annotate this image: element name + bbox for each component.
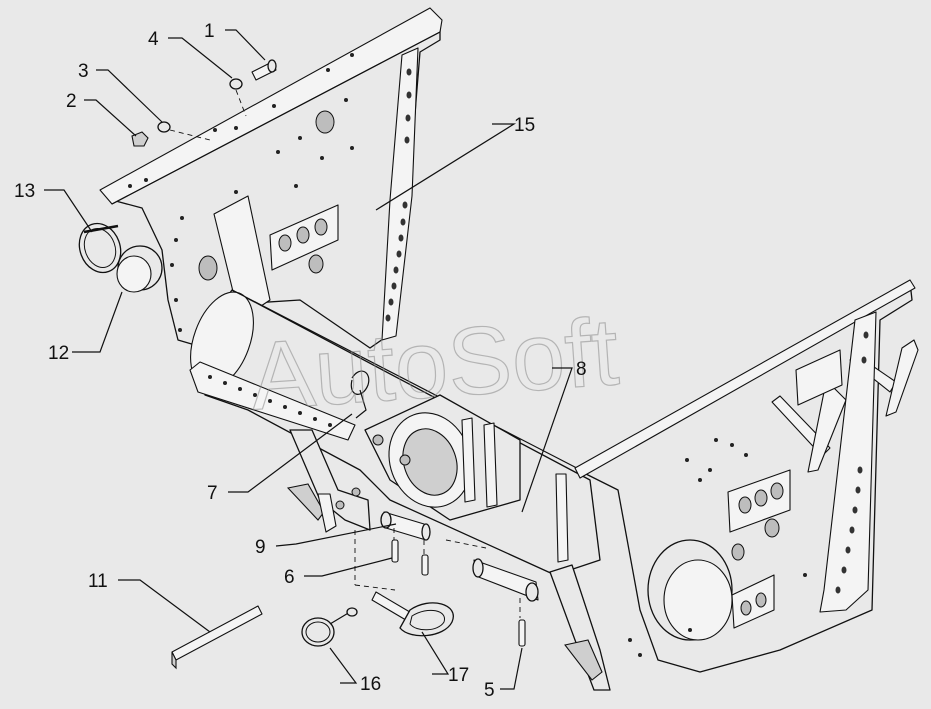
callout-13: 13 [14, 181, 35, 202]
flat-bar [171, 605, 263, 670]
watermark: AutoSoft [247, 298, 622, 430]
washer [229, 78, 243, 90]
callout-11: 11 [88, 571, 108, 592]
callout-4: 4 [148, 29, 159, 50]
callout-15: 15 [514, 115, 535, 136]
left-upright-plate [99, 7, 443, 349]
right-side-frame [574, 279, 919, 673]
hitch-block [364, 394, 569, 563]
callout-2: 2 [66, 91, 77, 112]
hitch-pin [472, 558, 539, 602]
sleeve [116, 245, 163, 293]
callout-3: 3 [78, 61, 89, 82]
handle-pin [371, 591, 454, 637]
callout-17: 17 [448, 665, 469, 686]
callout-6: 6 [284, 567, 295, 588]
callout-5: 5 [484, 680, 495, 701]
washer [157, 121, 171, 133]
callout-12: 12 [48, 343, 69, 364]
callout-7: 7 [207, 483, 218, 504]
pin [380, 511, 431, 541]
callout-8: 8 [576, 359, 587, 380]
mounting-bracket [189, 361, 370, 441]
leader-lines [44, 29, 573, 690]
right-leg [549, 564, 611, 691]
ring-pin [301, 607, 358, 647]
callout-9: 9 [255, 537, 266, 558]
hose-clamp [78, 222, 122, 274]
cotter-pin [518, 619, 526, 647]
callout-16: 16 [360, 674, 381, 695]
cotter-pin [421, 554, 429, 576]
cotter-pin [391, 539, 399, 563]
bolt [251, 59, 277, 81]
callout-1: 1 [204, 21, 215, 42]
callout-labels: 1 2 3 4 5 6 7 8 9 11 12 13 15 16 17 [14, 21, 587, 701]
